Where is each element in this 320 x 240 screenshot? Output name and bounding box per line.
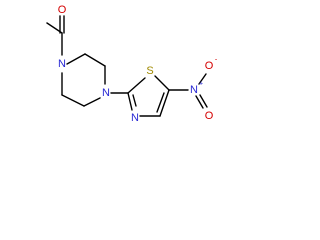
carbonyl-oxygen-label: O	[58, 4, 67, 16]
bond-nitro-n-o-bottom-1	[195, 95, 204, 109]
bond-thiazole-n3-c2	[127, 92, 133, 111]
bond-nitro-n-o-top	[198, 73, 207, 85]
piperazine-n1-label: N	[58, 58, 66, 70]
bond-nitro-n-o-bottom-2	[199, 94, 208, 108]
nitro-oxygen-top-charge: -	[215, 57, 218, 64]
bond-c5-c6	[61, 94, 85, 107]
bond-thiazole-n3-c2-inner	[132, 94, 137, 107]
nitro-nitrogen-label: N	[190, 84, 198, 96]
bond-thiazole-c5-c4-inner	[156, 92, 165, 113]
thiazole-nitrogen-label: N	[131, 112, 139, 124]
bond-n1-c2	[66, 53, 86, 65]
bond-n4-c5	[83, 97, 101, 107]
bond-thiazole-s1-c5	[154, 75, 170, 91]
bond-c2-c3	[84, 53, 106, 67]
nitro-nitrogen-charge: +	[199, 81, 203, 88]
bond-thiazole-c2-s1	[127, 77, 146, 94]
nitro-oxygen-top-label: O	[205, 60, 214, 72]
molecule-structure-diagram: O N N S N N + O - O	[46, 4, 218, 124]
thiazole-sulfur-label: S	[146, 65, 153, 77]
nitro-oxygen-bottom-label: O	[205, 110, 214, 122]
bond-thiazole-c5-c4	[159, 89, 170, 117]
piperazine-n4-label: N	[102, 87, 110, 99]
